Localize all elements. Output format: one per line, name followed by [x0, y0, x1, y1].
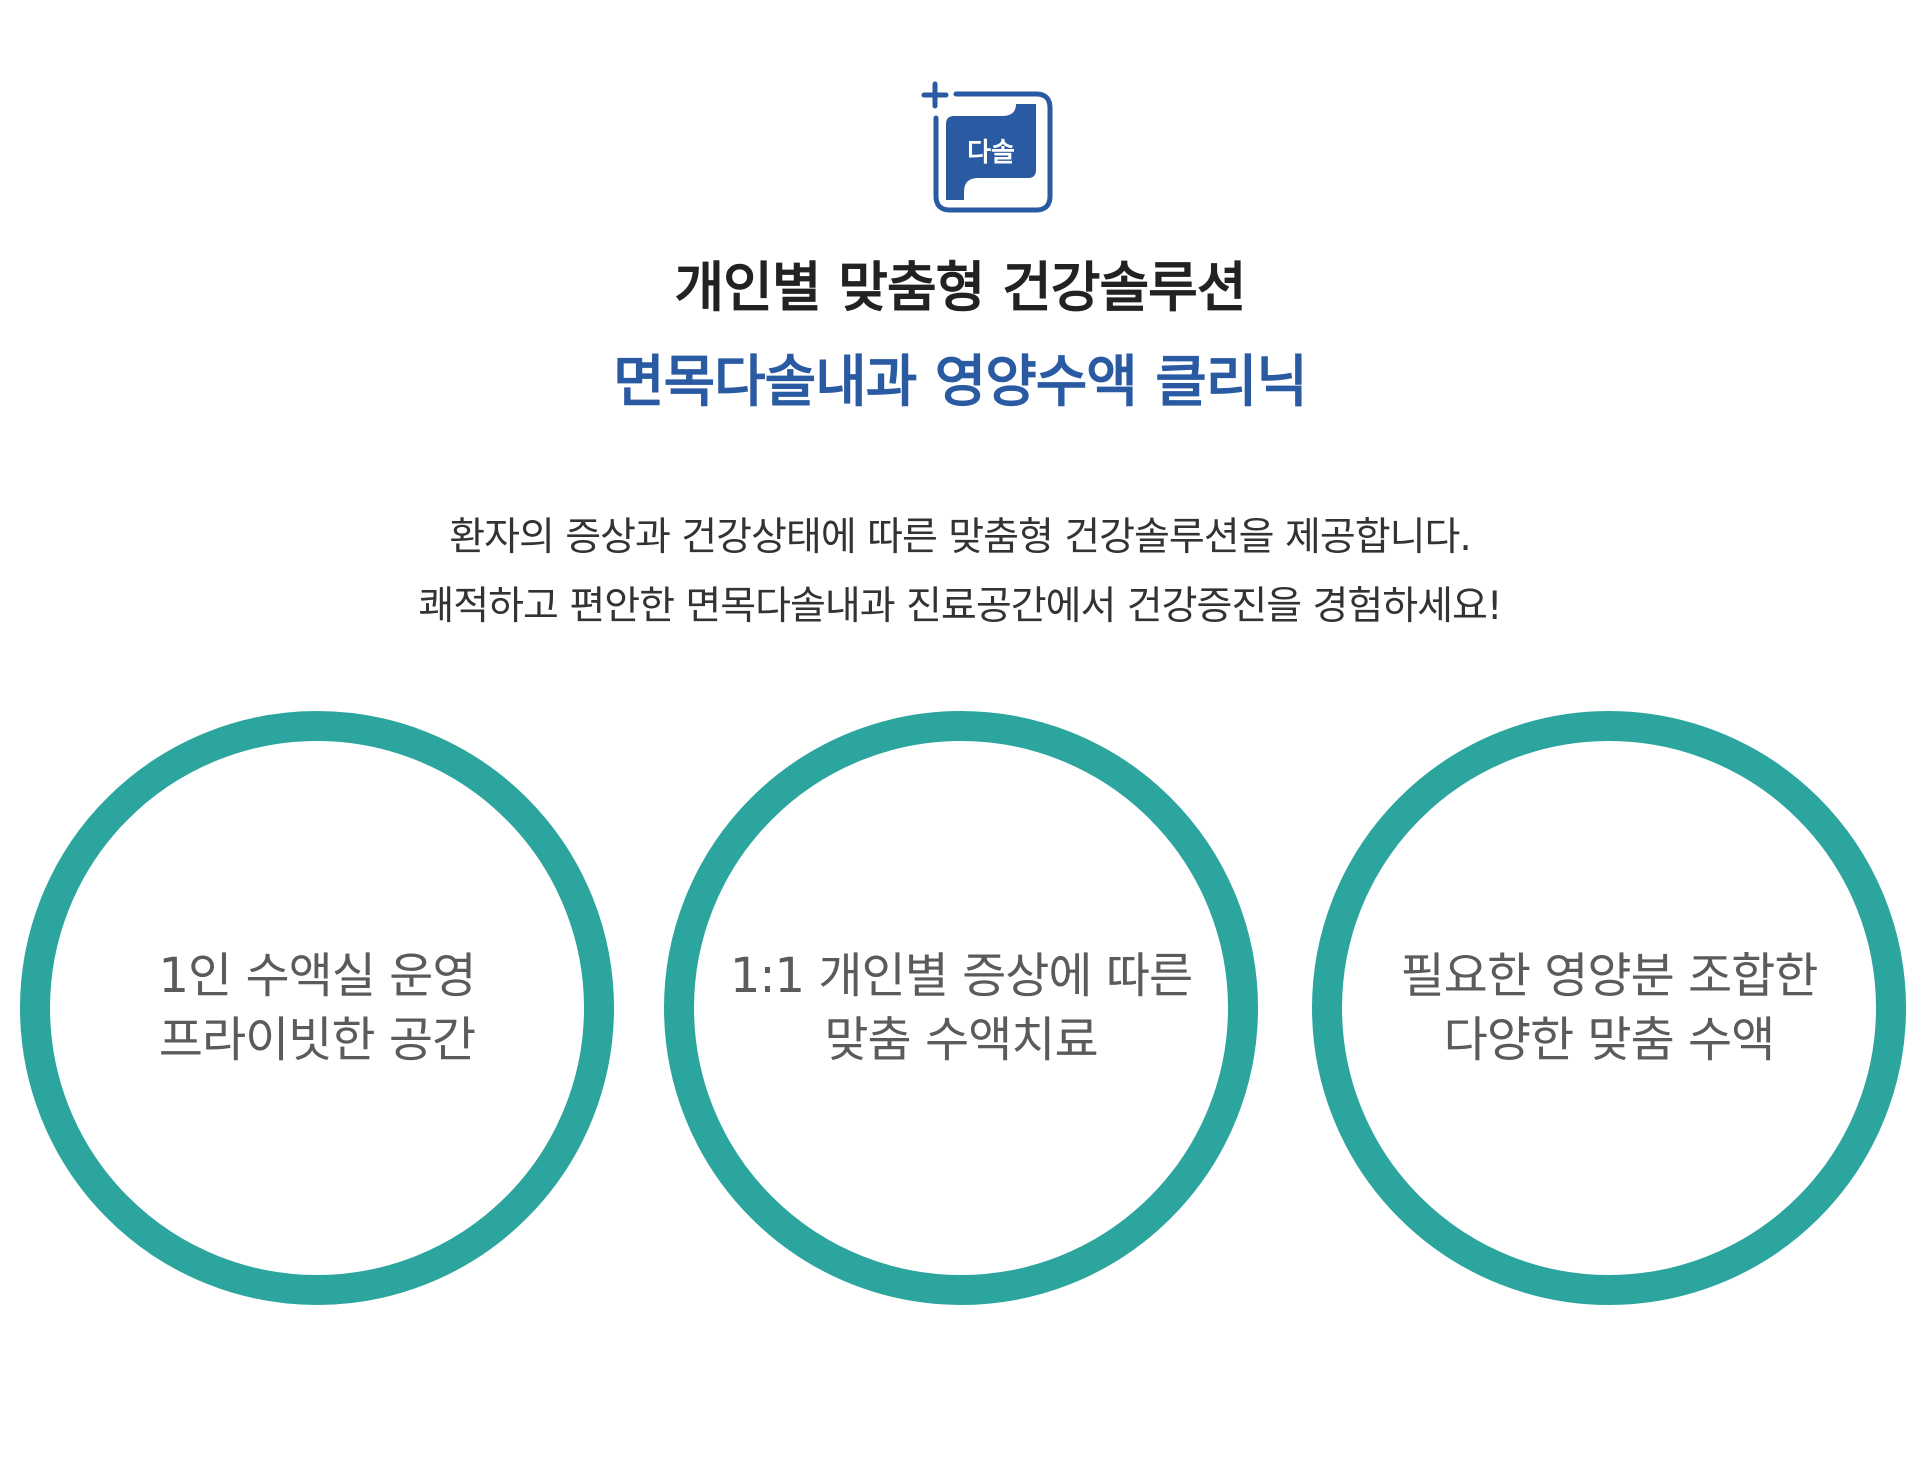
feature-circle-custom-treatment: 1:1 개인별 증상에 따른 맞춤 수액치료	[664, 711, 1258, 1305]
logo-text: 다솔	[967, 138, 1015, 168]
feature-line-2: 맞춤 수액치료	[824, 1012, 1098, 1068]
feature-line-1: 필요한 영양분 조합한	[1400, 948, 1819, 1004]
feature-line-1: 1인 수액실 운영	[158, 948, 476, 1004]
clinic-logo-icon: 다솔	[921, 81, 1053, 213]
feature-line-2: 프라이빗한 공간	[158, 1012, 476, 1068]
feature-circle-private-room: 1인 수액실 운영 프라이빗한 공간	[20, 711, 614, 1305]
description-line-1: 환자의 증상과 건강상태에 따른 맞춤형 건강솔루션을 제공합니다.	[449, 515, 1472, 560]
feature-line-2: 다양한 맞춤 수액	[1443, 1012, 1776, 1068]
heading-subtitle: 면목다솔내과 영양수액 클리닉	[613, 350, 1308, 415]
feature-line-1: 1:1 개인별 증상에 따른	[729, 948, 1193, 1004]
heading-title: 개인별 맞춤형 건강솔루션	[674, 256, 1246, 319]
description-line-2: 쾌적하고 편안한 면목다솔내과 진료공간에서 건강증진을 경험하세요!	[418, 584, 1502, 629]
feature-circle-nutrient-iv: 필요한 영양분 조합한 다양한 맞춤 수액	[1312, 711, 1906, 1305]
